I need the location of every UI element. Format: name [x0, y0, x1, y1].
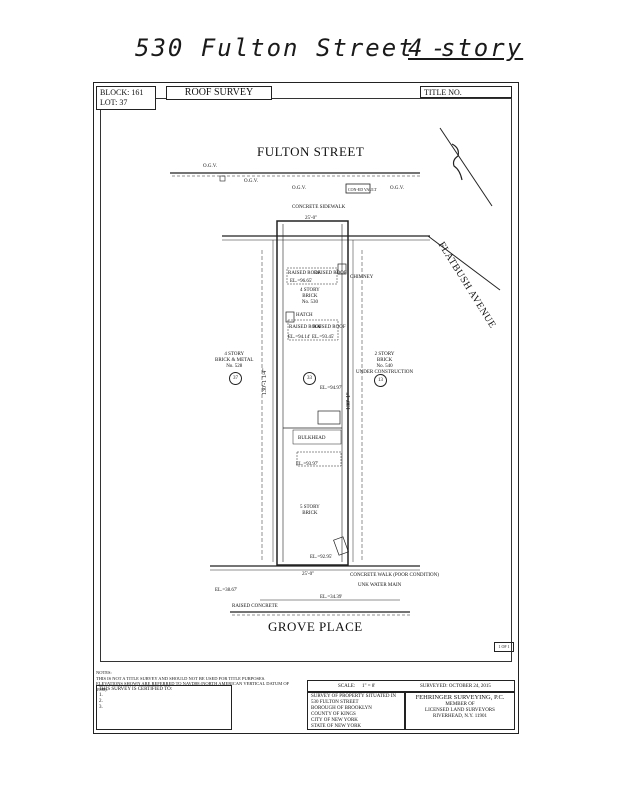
sidewalk-label-north: CONCRETE SIDEWALK: [292, 205, 346, 210]
elevation-label-1: EL.=96.65': [290, 279, 313, 284]
raised-roof-label-1: RAISED ROOF: [288, 271, 321, 276]
firm-line-1: MEMBER OF: [445, 702, 475, 707]
east-depth-dimension: 130'-1": [346, 392, 352, 410]
firm-line-2: LICENSED LAND SURVEYORS: [425, 708, 495, 713]
scale-label: SCALE:: [338, 684, 356, 689]
raised-roof-label-3: RAISED ROOF: [289, 325, 322, 330]
subject-building-material: BRICK: [302, 294, 318, 299]
bulkhead-label: BULKHEAD: [298, 436, 326, 441]
gas-valve-label-2: O.G.V.: [244, 179, 258, 184]
rear-building-description: 5 STORY BRICK: [300, 505, 320, 517]
survey-date: SURVEYED: OCTOBER 24, 2015: [420, 684, 491, 689]
certification-item-2: 2.: [99, 699, 103, 704]
lot-number: LOT: 37: [100, 98, 128, 107]
scale-date-box: SCALE: 1" = 8' SURVEYED: OCTOBER 24, 201…: [307, 680, 515, 692]
subject-building-stories: 4 STORY: [300, 288, 320, 293]
elevation-label-3: EL.=93.45': [312, 335, 335, 340]
front-width-dimension: 25'-0": [305, 216, 318, 221]
certification-item-3: 3.: [99, 705, 103, 710]
surveyor-firm-box: FEHRINGER SURVEYING, P.C. MEMBER OF LICE…: [405, 692, 515, 730]
west-depth-dimension: 130'-1 1/4": [262, 368, 268, 395]
certification-heading: THIS SURVEY IS CERTIFIED TO:: [99, 687, 173, 692]
legend-line-2: 530 FULTON STREET: [311, 700, 359, 705]
west-building-number: No. 528: [226, 364, 243, 369]
notes-heading: NOTES:: [96, 670, 112, 675]
con-ed-vault-label: CON-ED VAULT: [348, 187, 377, 192]
elevation-label-8: EL.=34.39': [320, 595, 343, 600]
survey-map-frame: [100, 98, 512, 662]
elevation-label-2: EL.=94.14': [288, 335, 311, 340]
east-building-status: UNDER CONSTRUCTION: [356, 370, 414, 375]
handwritten-address: 530 Fulton Street -: [135, 34, 448, 62]
survey-sheet-border: [93, 82, 519, 734]
raised-concrete-label: RAISED CONCRETE: [232, 604, 278, 609]
water-main-label: UNK WATER MAIN: [358, 583, 402, 588]
raised-roof-label-2: RAISED ROOF: [314, 271, 347, 276]
hatch-label: HATCH: [296, 313, 313, 318]
rear-building-material: BRICK: [302, 511, 318, 516]
gas-valve-label-3: O.G.V.: [292, 186, 306, 191]
west-building-stories: 4 STORY: [224, 352, 245, 357]
chimney-label: CHIMNEY: [350, 275, 374, 280]
subject-building-number: No. 530: [301, 300, 318, 305]
survey-notes: NOTES: THIS IS NOT A TITLE SURVEY AND SH…: [96, 670, 296, 692]
legend-line-5: CITY OF NEW YORK: [311, 718, 358, 723]
rear-building-stories: 5 STORY: [300, 505, 320, 510]
legend-line-4: COUNTY OF KINGS: [311, 712, 356, 717]
west-building-description: 4 STORY BRICK & METAL No. 528: [215, 352, 254, 370]
elevation-label-5: EL.=92.95': [310, 555, 333, 560]
property-legend-box: SURVEY OF PROPERTY SITUATED IN 530 FULTO…: [307, 692, 405, 730]
west-building-material: BRICK & METAL: [215, 358, 254, 363]
firm-name: FEHRINGER SURVEYING, P.C.: [415, 694, 505, 701]
elevation-label-6: EL.=94.97': [320, 386, 343, 391]
handwritten-story-note: 4 story: [408, 34, 524, 62]
west-lot-circle: 37: [229, 372, 242, 385]
sidewalk-label-south: CONCRETE WALK (POOR CONDITION): [350, 573, 439, 578]
rear-width-dimension: 25'-0": [302, 572, 315, 577]
legend-line-6: STATE OF NEW YORK: [311, 724, 362, 729]
elevation-label-7: EL.=38.67': [215, 588, 238, 593]
certification-item-1: 1.: [99, 693, 103, 698]
street-label-south: GROVE PLACE: [268, 619, 363, 634]
notes-line-1: THIS IS NOT A TITLE SURVEY AND SHOULD NO…: [96, 675, 266, 681]
legend-line-3: BOROUGH OF BROOKLYN: [311, 706, 372, 711]
east-building-stories: 2 STORY: [374, 352, 395, 357]
subject-lot-circle: 33: [303, 372, 316, 385]
east-lot-circle: 13: [374, 374, 387, 387]
street-label-north: FULTON STREET: [257, 144, 365, 159]
legend-line-1: SURVEY OF PROPERTY SITUATED IN: [311, 694, 397, 699]
east-building-material: BRICK: [376, 358, 393, 363]
elevation-label-4: EL.=93.97': [296, 462, 319, 467]
scale-value: 1" = 8': [362, 684, 376, 689]
block-lot-box: BLOCK: 161 LOT: 37: [96, 86, 156, 110]
survey-title: ROOF SURVEY: [166, 86, 272, 100]
gas-valve-label-1: O.G.V.: [203, 164, 217, 169]
certification-box: THIS SURVEY IS CERTIFIED TO: 1. 2. 3.: [96, 685, 232, 730]
firm-line-3: RIVERHEAD, N.Y. 11901: [432, 714, 488, 719]
notes-line-2: ELEVATIONS SHOWN ARE REFERRED TO NAVD88 …: [96, 681, 290, 692]
block-number: BLOCK: 161: [100, 88, 144, 97]
subject-building-description: 4 STORY BRICK No. 530: [300, 288, 320, 306]
title-number-box: TITLE NO.: [420, 86, 512, 98]
sheet-number: 1 OF 1: [494, 642, 514, 652]
raised-roof-label-4: RAISED ROOF: [313, 325, 346, 330]
gas-valve-label-4: O.G.V.: [390, 186, 404, 191]
east-building-description: 2 STORY BRICK No. 540 UNDER CONSTRUCTION: [356, 352, 413, 376]
east-building-number: No. 540: [376, 364, 393, 369]
